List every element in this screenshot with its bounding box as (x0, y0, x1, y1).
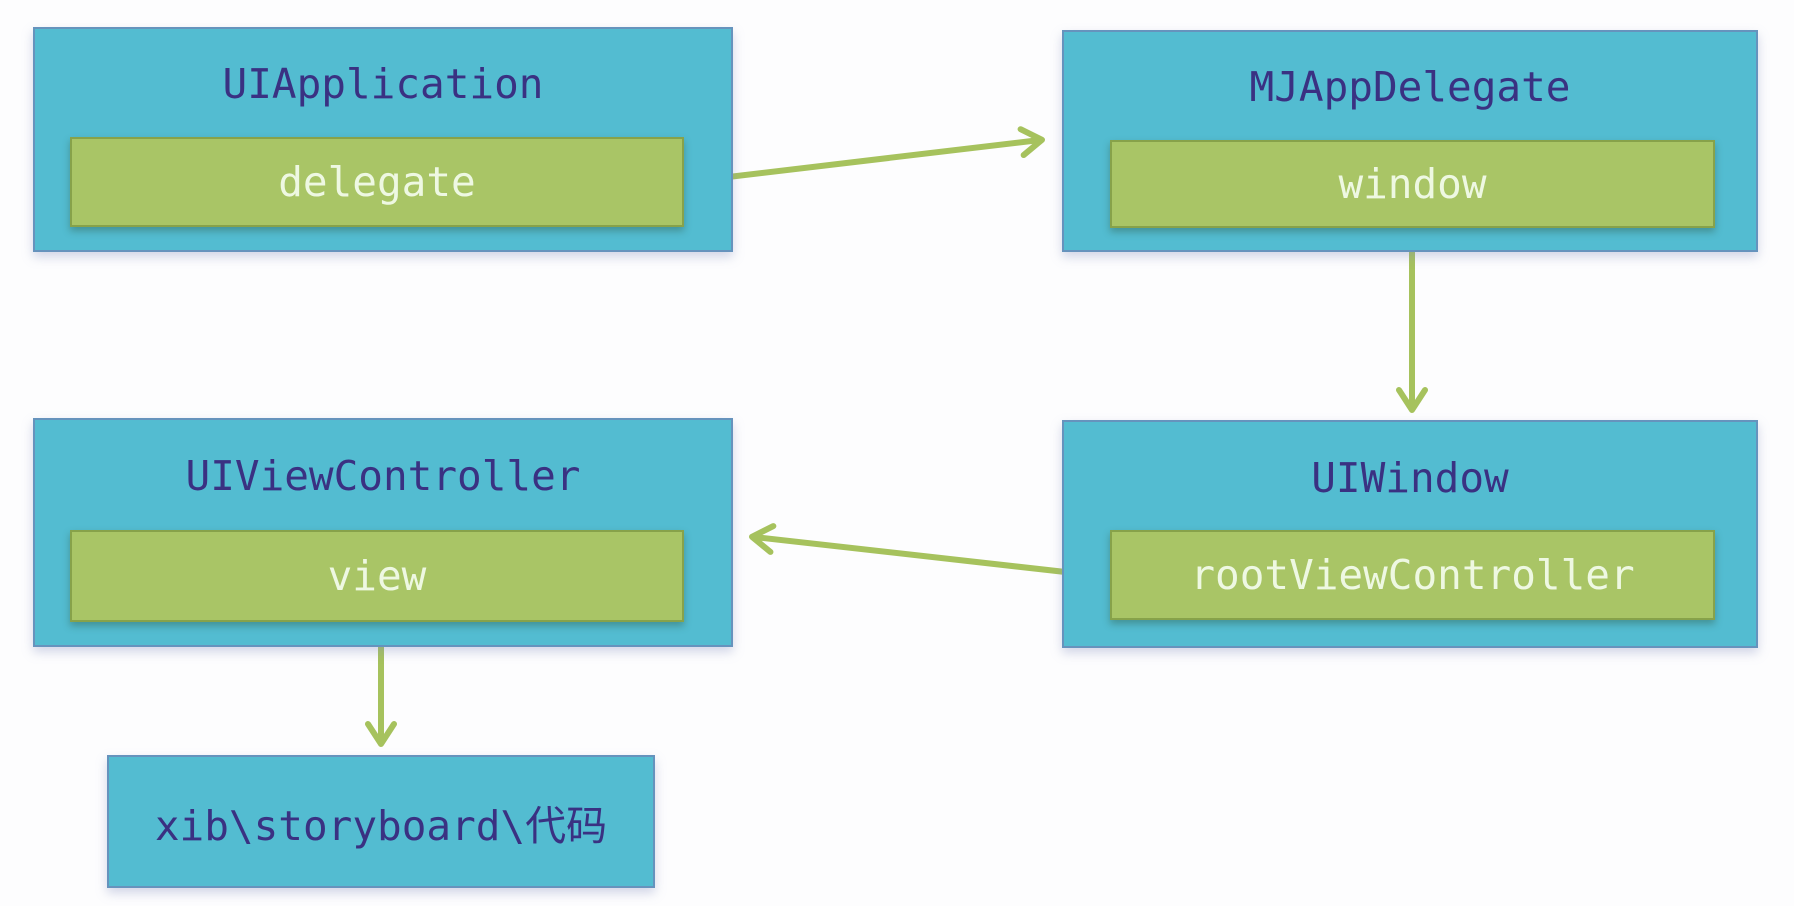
node-mjappdelegate: MJAppDelegate window (1062, 30, 1758, 252)
node-uiapplication: UIApplication delegate (33, 27, 733, 252)
node-title-xib: xib\storyboard\代码 (154, 801, 608, 850)
property-label-delegate: delegate (278, 158, 476, 206)
edge-rootviewcontroller-to-uiviewcontroller (749, 523, 1111, 580)
property-box-window: window (1110, 140, 1715, 228)
node-title-uiviewcontroller: UIViewController (185, 452, 581, 500)
property-label-rootviewcontroller: rootViewController (1190, 551, 1635, 599)
property-label-window: window (1338, 160, 1487, 208)
node-title-uiwindow: UIWindow (1311, 454, 1509, 502)
edge-delegate-to-mjappdelegate (685, 126, 1045, 185)
node-title-mjappdelegate: MJAppDelegate (1249, 63, 1571, 111)
property-box-rootviewcontroller: rootViewController (1110, 530, 1715, 620)
property-box-view: view (70, 530, 684, 622)
node-uiwindow: UIWindow rootViewController (1062, 420, 1758, 648)
property-box-delegate: delegate (70, 137, 684, 227)
property-label-view: view (327, 552, 427, 600)
node-title-uiapplication: UIApplication (222, 60, 544, 108)
node-uiviewcontroller: UIViewController view (33, 418, 733, 647)
node-xib-storyboard-code: xib\storyboard\代码 (107, 755, 655, 888)
